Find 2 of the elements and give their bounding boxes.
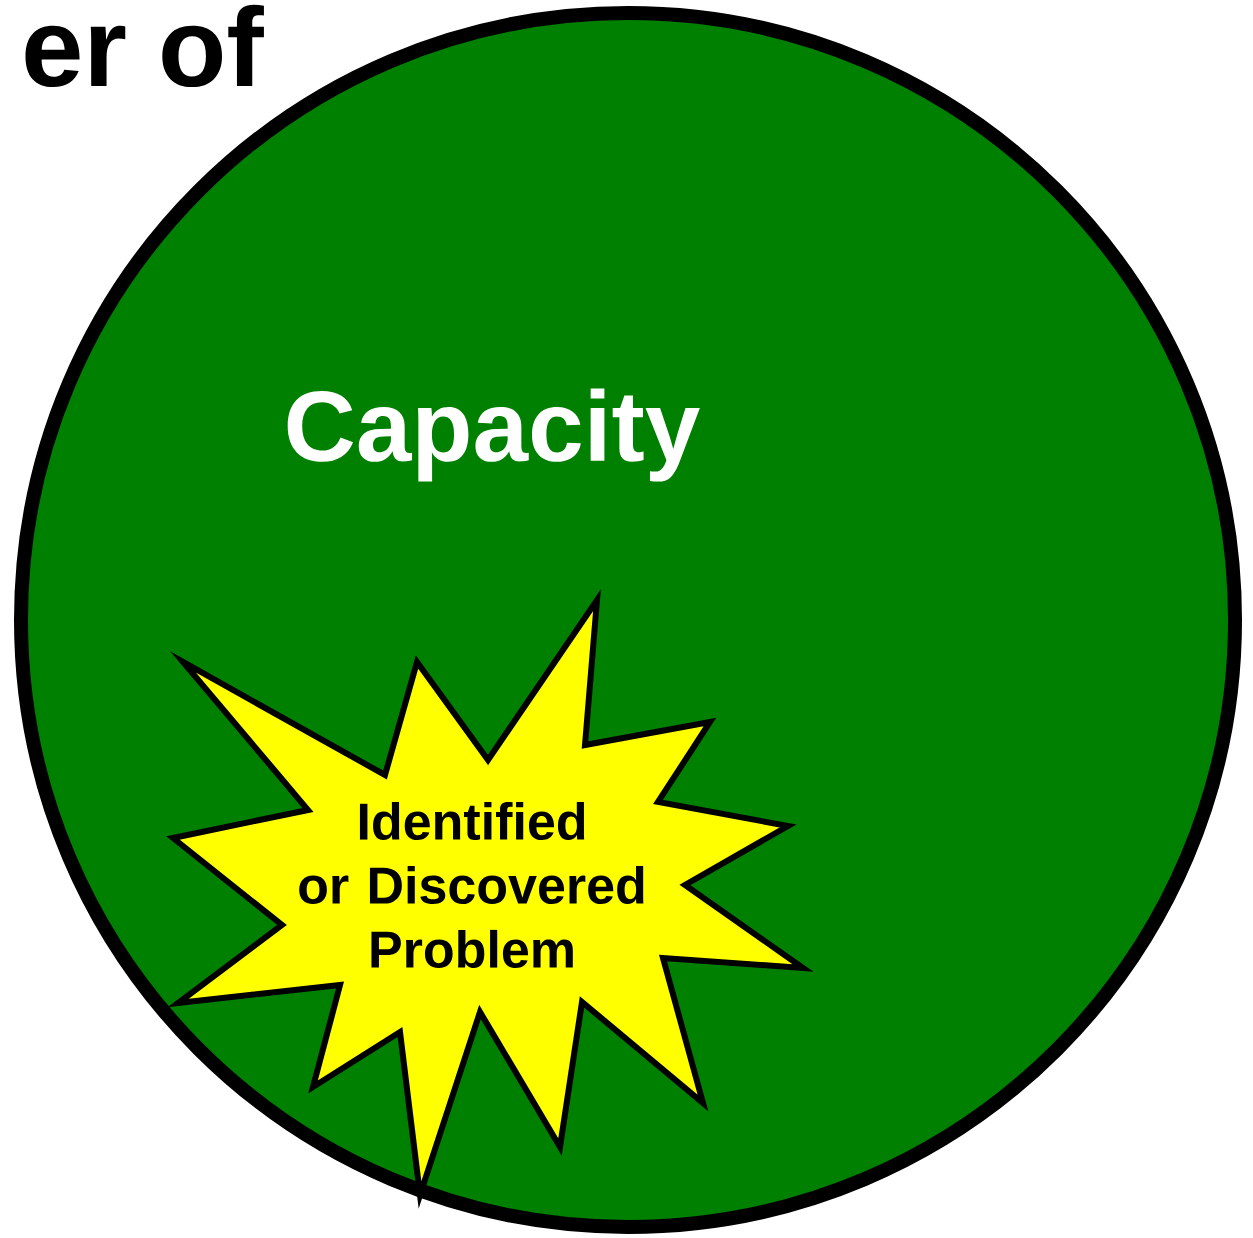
starburst: Identified or Discovered Problem: [166, 588, 814, 1209]
title-fragment: er of: [25, 4, 264, 88]
